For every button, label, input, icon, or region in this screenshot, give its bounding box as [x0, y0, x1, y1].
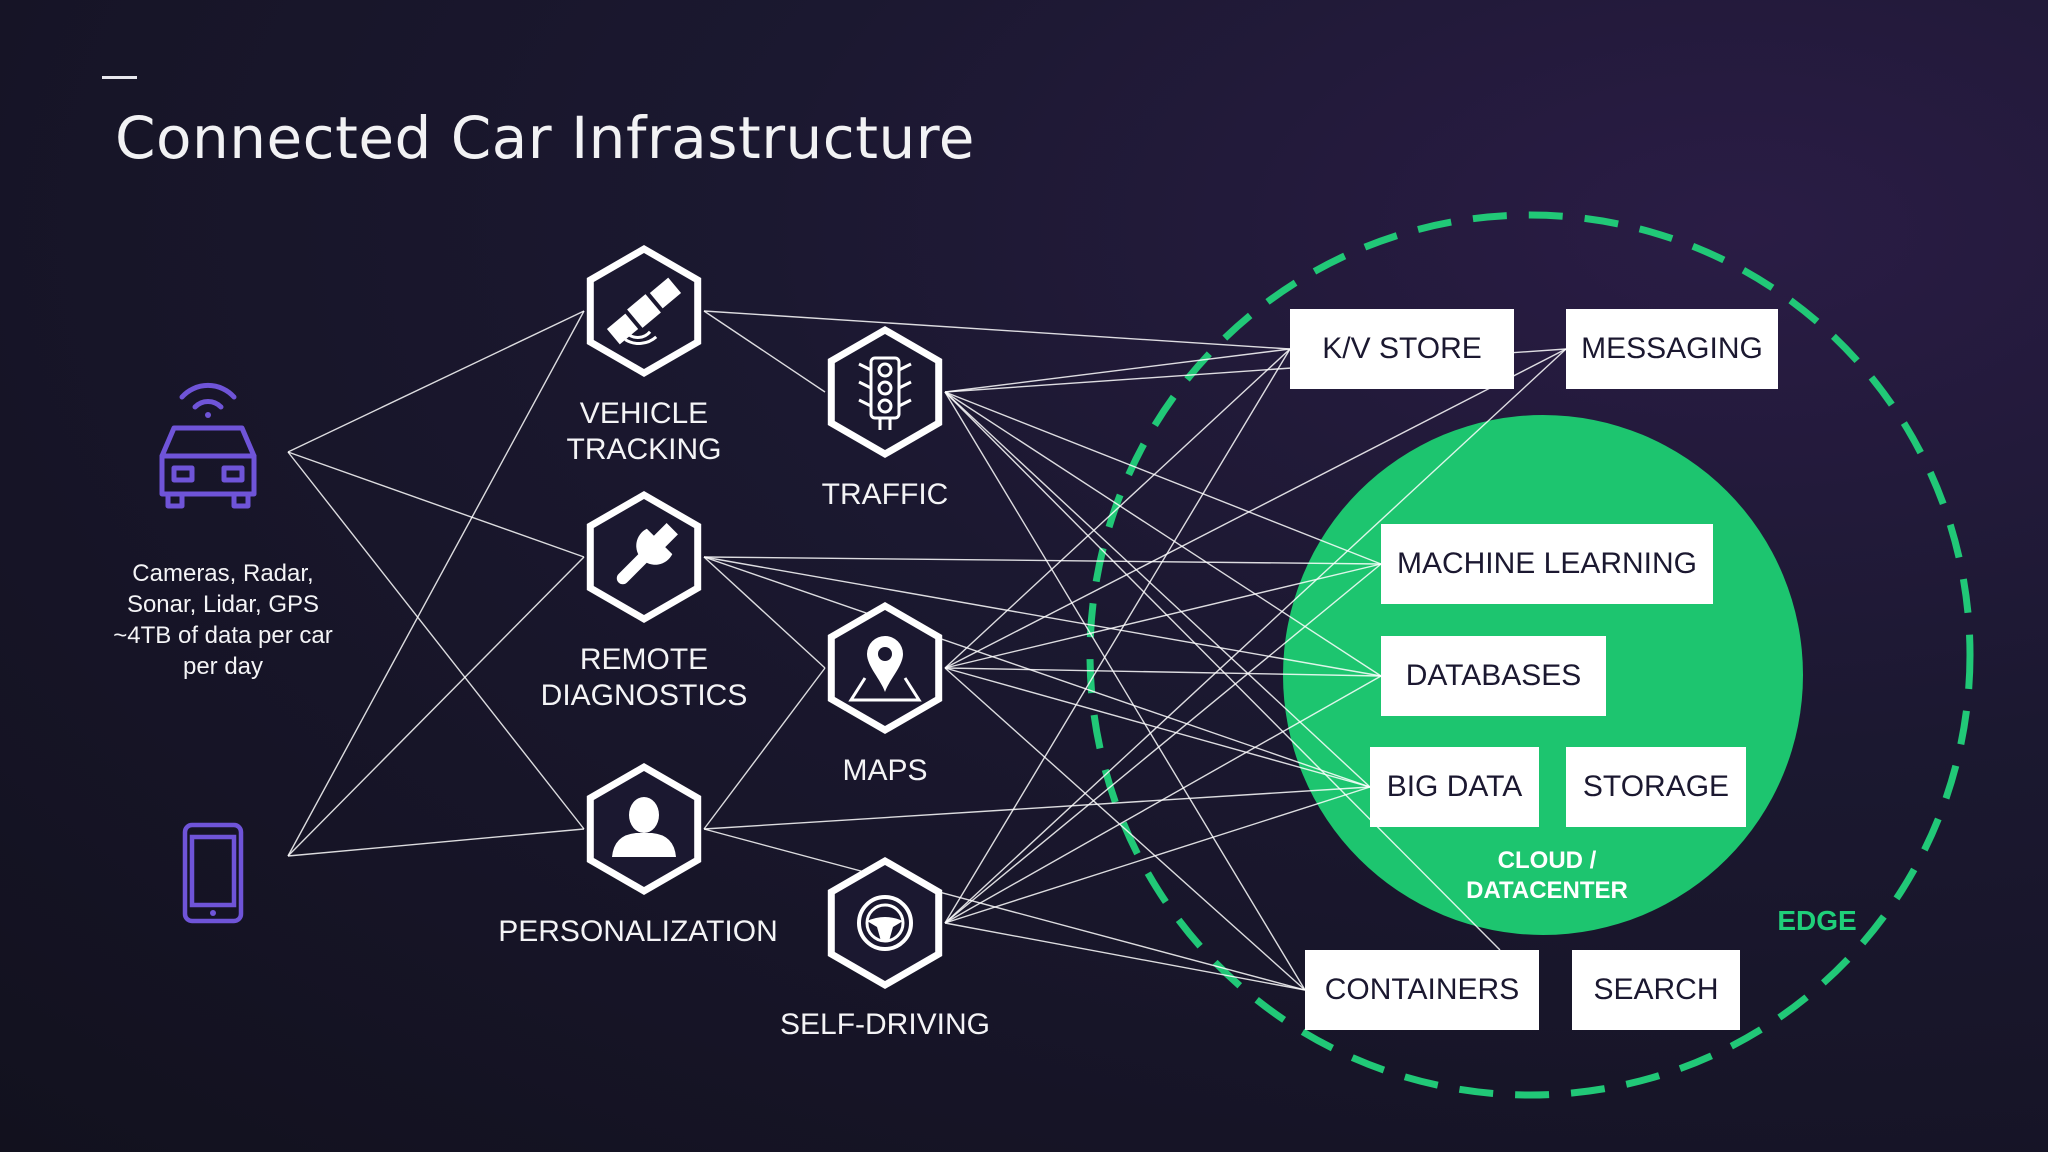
connection-line — [944, 563, 1382, 669]
cloud-datacenter-label: CLOUD / DATACENTER — [1466, 846, 1628, 906]
maps-label: MAPS — [842, 753, 927, 789]
storage-box: STORAGE — [1566, 747, 1746, 827]
car-data-line-3: ~4TB of data per car — [113, 622, 333, 649]
connection-line — [944, 391, 1306, 991]
containers-box: CONTAINERS — [1305, 950, 1539, 1030]
remote-diagnostics-node — [586, 491, 702, 623]
search-box: SEARCH — [1572, 950, 1740, 1030]
car-data-line-1: Cameras, Radar, — [132, 560, 314, 587]
machine-learning-box: MACHINE LEARNING — [1381, 524, 1713, 604]
connection-line — [944, 563, 1382, 924]
remote-diagnostics-label: REMOTE DIAGNOSTICS — [541, 642, 748, 714]
connection-line — [287, 451, 585, 558]
car-data-line-4: per day — [182, 653, 264, 680]
car-data-description: Cameras, Radar, Sonar, Lidar, GPS ~4TB o… — [113, 558, 332, 682]
connection-line — [703, 310, 1291, 350]
traffic-light-icon — [858, 356, 912, 430]
personalization-node — [586, 763, 702, 895]
connection-line — [944, 348, 1291, 669]
self-driving-label-line-1: SELF-DRIVING — [779, 1008, 991, 1041]
self-driving-label: SELF-DRIVING — [780, 1007, 990, 1043]
connection-line — [287, 310, 585, 453]
map-pin-icon — [848, 636, 922, 702]
connection-line — [703, 310, 826, 393]
wrench-icon — [616, 523, 678, 585]
title-accent-dash — [102, 76, 137, 79]
connection-line — [287, 310, 585, 857]
connection-line — [703, 556, 826, 669]
maps-node — [827, 602, 943, 734]
personalization-label: PERSONALIZATION — [498, 914, 778, 950]
messaging-box: MESSAGING — [1566, 309, 1778, 389]
connection-line — [944, 667, 1382, 677]
personalization-label-line-1: PERSONALIZATION — [498, 915, 778, 948]
cloud-label-line-2: DATACENTER — [1466, 877, 1628, 904]
connection-line — [944, 348, 1291, 924]
connection-line — [944, 391, 1382, 677]
edge-label: EDGE — [1777, 905, 1857, 936]
remote-diagnostics-label-line-2: DIAGNOSTICS — [540, 679, 748, 712]
edge-dashed-circle — [1086, 211, 1974, 1099]
connection-line — [944, 391, 1382, 565]
connection-line — [944, 348, 1567, 924]
vehicle-tracking-node — [586, 245, 702, 377]
connection-line — [944, 667, 1306, 991]
connection-line — [944, 922, 1306, 991]
remote-diagnostics-label-line-1: REMOTE — [579, 643, 709, 676]
connection-line — [703, 556, 1382, 565]
connection-line — [703, 786, 1371, 830]
connection-line — [944, 786, 1371, 924]
smartphone-icon — [182, 822, 244, 924]
big-data-box: BIG DATA — [1370, 747, 1539, 827]
steering-wheel-icon — [857, 895, 913, 951]
connection-line — [944, 391, 1371, 788]
connection-line — [287, 556, 585, 857]
vehicle-tracking-label-line-1: VEHICLE — [579, 397, 709, 430]
kv-store-box: K/V STORE — [1290, 309, 1514, 389]
connection-line — [944, 391, 1501, 951]
car-data-line-2: Sonar, Lidar, GPS — [126, 591, 320, 618]
connection-line — [703, 828, 1306, 991]
traffic-node — [827, 326, 943, 458]
connection-line — [944, 675, 1382, 924]
connection-line — [703, 556, 1371, 788]
cloud-label-line-1: CLOUD / — [1497, 847, 1597, 874]
vehicle-tracking-label-line-2: TRACKING — [566, 433, 722, 466]
maps-label-line-1: MAPS — [842, 754, 928, 787]
connection-line — [703, 556, 1382, 677]
connected-car-icon — [159, 382, 257, 509]
vehicle-tracking-label: VEHICLE TRACKING — [566, 396, 721, 468]
page-title: Connected Car Infrastructure — [115, 104, 975, 172]
traffic-label-line-1: TRAFFIC — [821, 478, 949, 511]
traffic-label: TRAFFIC — [822, 477, 949, 513]
databases-box: DATABASES — [1381, 636, 1606, 716]
person-icon — [612, 797, 676, 857]
satellite-icon — [606, 277, 682, 345]
self-driving-node — [827, 857, 943, 989]
connection-line — [944, 348, 1291, 393]
connection-line — [287, 828, 585, 857]
connection-line — [944, 348, 1567, 669]
connection-line — [287, 451, 585, 830]
connection-line — [703, 667, 826, 830]
